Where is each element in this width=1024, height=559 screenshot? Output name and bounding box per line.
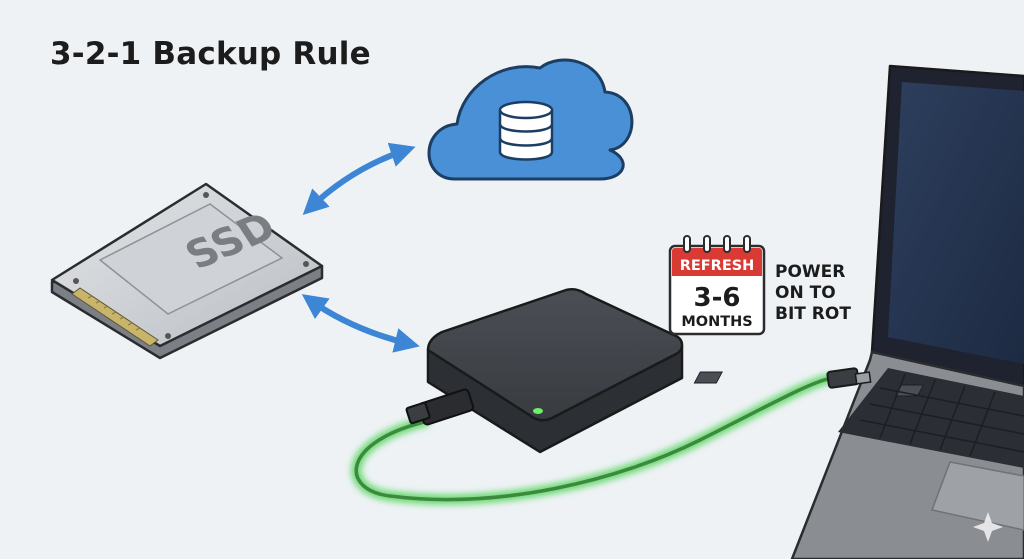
status-led (533, 408, 543, 414)
power-note-line: ON TO (775, 283, 836, 303)
sparkle-icon (973, 512, 1003, 542)
external-drive-icon (405, 287, 684, 454)
power-note-line: BIT ROT (775, 304, 851, 324)
ssd-drive-sync-arrow (301, 294, 420, 353)
usb-cable-icon (351, 367, 872, 505)
laptop-icon (693, 64, 1024, 559)
power-note-line: POWER (775, 262, 846, 282)
calendar-icon: REFRESH 3-6 MONTHS (668, 235, 766, 336)
calendar-header: REFRESH (680, 258, 755, 274)
calendar-unit: MONTHS (681, 314, 752, 330)
database-icon (498, 100, 554, 161)
calendar-value: 3-6 (694, 283, 741, 313)
laptop-screen (888, 82, 1024, 364)
cloud-database-icon (427, 58, 634, 181)
power-on-note: POWER ON TO BIT ROT (775, 262, 851, 325)
page-title: 3-2-1 Backup Rule (50, 36, 371, 72)
laptop-trackpad (930, 461, 1024, 531)
ssd-drive-icon: SSD (50, 182, 324, 360)
ssd-cloud-sync-arrow (302, 142, 416, 215)
